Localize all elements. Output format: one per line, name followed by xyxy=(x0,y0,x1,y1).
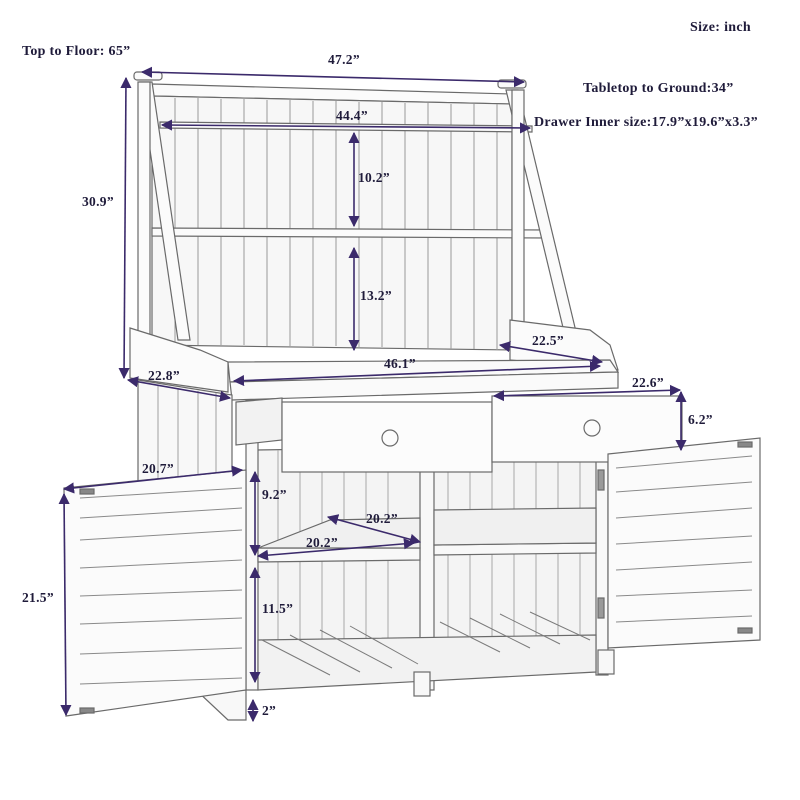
dim-right-depth: 22.5” xyxy=(532,333,564,348)
hutch xyxy=(129,71,619,393)
dim-tabletop-width: 46.1” xyxy=(384,356,416,371)
top-to-floor-label: Top to Floor: 65” xyxy=(22,44,131,59)
dim-upper-shelf-width: 44.4” xyxy=(336,108,368,123)
dim-cabinet-lower-height: 11.5” xyxy=(262,601,294,616)
dim-door-width: 20.7” xyxy=(142,461,174,476)
dim-shelf-width: 20.2” xyxy=(306,535,338,550)
dim-cabinet-upper-height: 9.2” xyxy=(262,487,287,502)
dim-leg-height: 2” xyxy=(262,703,277,718)
dim-shelf-depth: 20.2” xyxy=(366,511,398,526)
dim-door-height: 21.5” xyxy=(22,590,54,605)
dim-top-width: 47.2” xyxy=(328,52,360,67)
left-door xyxy=(63,469,247,717)
right-door xyxy=(597,437,761,649)
dim-drawer-height: 6.2” xyxy=(688,412,713,427)
drawer-inner-size-label: Drawer Inner size:17.9”x19.6”x3.3” xyxy=(534,115,758,130)
dim-upper-shelf-gap: 10.2” xyxy=(358,170,390,185)
dim-drawer-depth: 22.6” xyxy=(632,375,664,390)
dim-hutch-height: 30.9” xyxy=(82,194,114,209)
dimension-lines xyxy=(58,66,687,723)
dim-lower-shelf-gap: 13.2” xyxy=(360,288,392,303)
dim-left-depth: 22.8” xyxy=(148,368,180,383)
tabletop-to-ground-label: Tabletop to Ground:34” xyxy=(583,81,734,96)
size-unit-label: Size: inch xyxy=(690,20,751,35)
